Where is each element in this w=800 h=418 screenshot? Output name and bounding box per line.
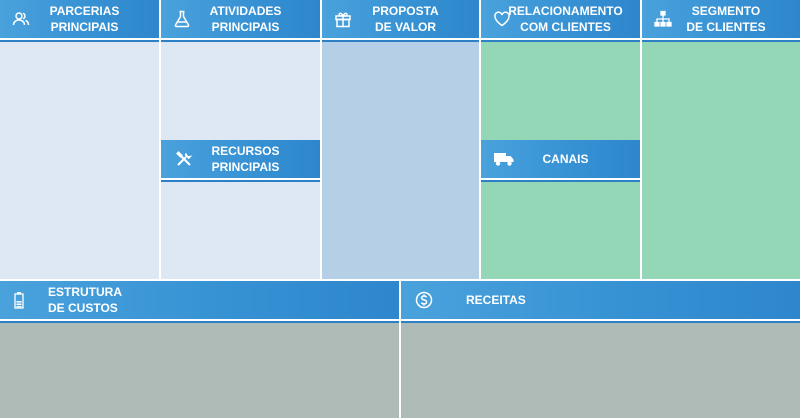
parcerias-header: PARCERIAS PRINCIPAIS bbox=[0, 0, 159, 42]
proposta-block bbox=[322, 0, 479, 279]
flask-icon bbox=[173, 10, 191, 28]
recursos-title: RECURSOS PRINCIPAIS bbox=[211, 144, 280, 174]
custos-title: ESTRUTURA DE CUSTOS bbox=[48, 285, 122, 315]
custos-header: ESTRUTURA DE CUSTOS bbox=[0, 281, 399, 323]
atividades-title: ATIVIDADES PRINCIPAIS bbox=[209, 4, 282, 34]
canais-header: CANAIS bbox=[481, 140, 640, 182]
truck-icon bbox=[493, 150, 515, 168]
battery-icon bbox=[10, 291, 28, 309]
proposta-header: PROPOSTA DE VALOR bbox=[322, 0, 479, 42]
proposta-title: PROPOSTA DE VALOR bbox=[372, 4, 439, 34]
hierarchy-icon bbox=[654, 10, 672, 28]
gift-icon bbox=[334, 10, 352, 28]
heart-icon bbox=[493, 10, 511, 28]
segmento-title: SEGMENTO DE CLIENTES bbox=[686, 4, 766, 34]
relacionamento-header: RELACIONAMENTO COM CLIENTES bbox=[481, 0, 640, 42]
relacionamento-title: RELACIONAMENTO COM CLIENTES bbox=[508, 4, 623, 34]
receitas-title: RECEITAS bbox=[466, 293, 526, 307]
dollar-coin-icon bbox=[415, 291, 433, 309]
parcerias-title: PARCERIAS PRINCIPAIS bbox=[49, 4, 120, 34]
atividades-block bbox=[161, 0, 320, 279]
relacionamento-block bbox=[481, 0, 640, 279]
recursos-header: RECURSOS PRINCIPAIS bbox=[161, 140, 320, 182]
receitas-header: RECEITAS bbox=[401, 281, 800, 323]
segmento-header: SEGMENTO DE CLIENTES bbox=[642, 0, 800, 42]
parcerias-block bbox=[0, 0, 159, 279]
canais-title: CANAIS bbox=[542, 152, 589, 166]
atividades-header: ATIVIDADES PRINCIPAIS bbox=[161, 0, 320, 42]
partners-icon bbox=[12, 10, 30, 28]
segmento-block bbox=[642, 0, 800, 279]
tools-icon bbox=[175, 150, 193, 168]
